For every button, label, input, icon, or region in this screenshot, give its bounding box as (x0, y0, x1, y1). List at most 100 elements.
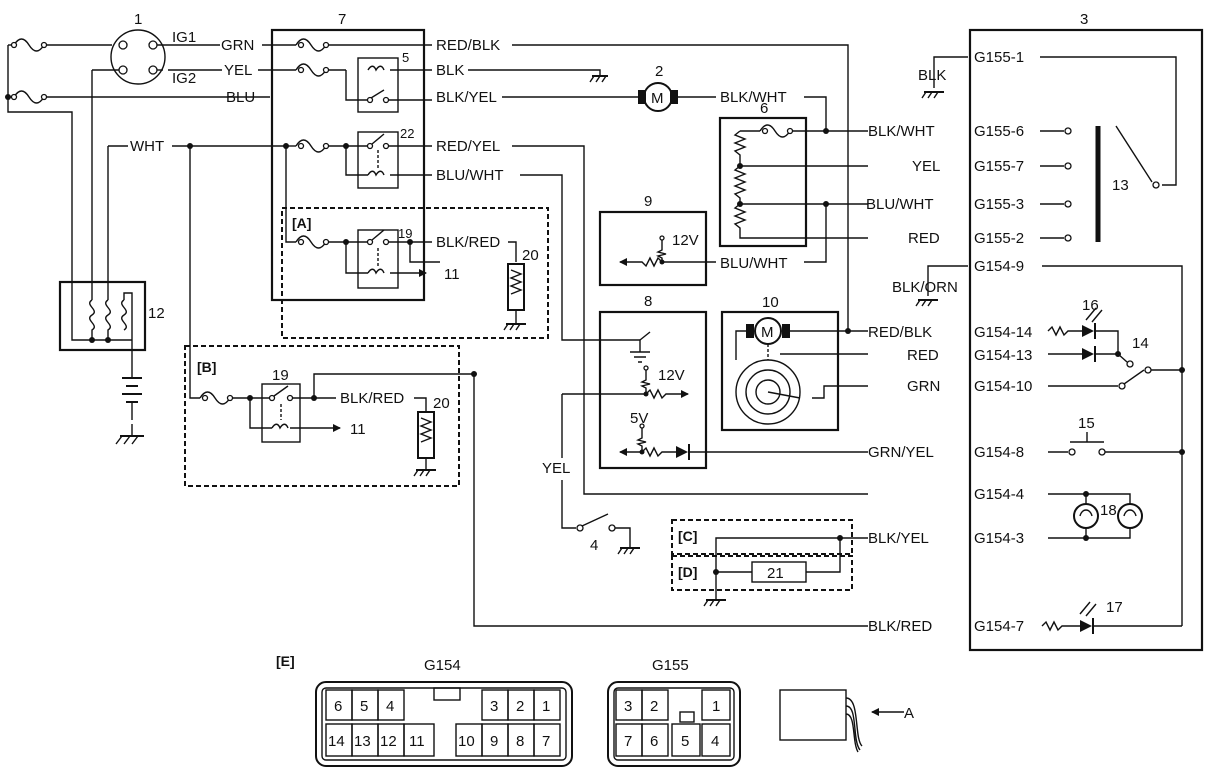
label-8: 8 (644, 293, 652, 310)
pin-g154-4: G154-4 (974, 486, 1024, 503)
resistor-20-b (417, 411, 435, 459)
wire-label-blk-wht-g155-6: BLK/WHT (868, 123, 935, 140)
g155-pin-6: 6 (650, 733, 658, 750)
wire-label-blk-wht-motor: BLK/WHT (720, 89, 787, 106)
wire-label-blu: BLU (226, 89, 255, 106)
sections-c-d: [C] [D] BLK/YEL 21 BLK/RED (671, 519, 932, 635)
wire-label-wht: WHT (130, 138, 164, 155)
wire-label-yel-g155-7: YEL (912, 158, 940, 175)
supply-section: 1 IG1 IG2 GRN YEL BLU WHT 12 (5, 11, 296, 445)
label-11-a: 11 (444, 266, 460, 283)
pin-g154-13: G154-13 (974, 347, 1032, 364)
pin-g155-2: G155-2 (974, 230, 1024, 247)
section-b: [B] 19 BLK/RED 11 20 (184, 345, 868, 627)
label-8-12v: 12V (658, 367, 685, 384)
connector-views: [E] G154 6 5 4 3 2 1 14 13 12 11 10 9 8 … (276, 653, 914, 767)
label-plug-a: A (904, 705, 914, 722)
label-section-b: [B] (197, 359, 216, 375)
pin-g155-1: G155-1 (974, 49, 1024, 66)
g154-pin-13: 13 (354, 733, 371, 750)
motor-2-symbol: M (651, 90, 664, 107)
g154-pin-14: 14 (328, 733, 345, 750)
switch-4: YEL 4 (542, 394, 640, 555)
g155-pin-1: 1 (712, 698, 720, 715)
section-a: [A] 19 BLK/RED 11 20 (281, 207, 549, 339)
label-ig2: IG2 (172, 70, 196, 87)
label-22: 22 (400, 126, 414, 141)
g155-title: G155 (652, 657, 689, 674)
label-3: 3 (1080, 11, 1088, 28)
label-14: 14 (1132, 335, 1149, 352)
label-7: 7 (338, 11, 346, 28)
wire-label-blk-red-a: BLK/RED (436, 234, 500, 251)
g154-pin-2: 2 (516, 698, 524, 715)
wire-label-blu-wht-g155-3: BLU/WHT (866, 196, 934, 213)
wire-label-blk-red-b: BLK/RED (340, 390, 404, 407)
g155-pin-5: 5 (681, 733, 689, 750)
g154-pin-11: 11 (409, 733, 425, 750)
wire-label-yel: YEL (224, 62, 252, 79)
label-ig1: IG1 (172, 29, 196, 46)
wire-label-grn-yel: GRN/YEL (868, 444, 934, 461)
g154-pin-9: 9 (490, 733, 498, 750)
wire-label-blu-wht-9: BLU/WHT (720, 255, 788, 272)
label-6: 6 (760, 100, 768, 117)
module-8: 8 12V 5V GRN/YEL (562, 293, 934, 470)
label-11-b: 11 (350, 421, 366, 438)
label-16: 16 (1082, 297, 1099, 314)
g154-pin-5: 5 (360, 698, 368, 715)
wire-label-red-g155-2: RED (908, 230, 940, 247)
wire-label-yel-4: YEL (542, 460, 570, 477)
wire-label-red-yel: RED/YEL (436, 138, 500, 155)
relay-19-a (357, 229, 399, 289)
wire-label-blk-g155-1: BLK (918, 67, 946, 84)
wire-label-blu-wht: BLU/WHT (436, 167, 504, 184)
wire-label-red-blk-g154-14: RED/BLK (868, 324, 932, 341)
g155-pin-7: 7 (624, 733, 632, 750)
label-9: 9 (644, 193, 652, 210)
pin-g155-3: G155-3 (974, 196, 1024, 213)
wire-label-blk-red-g154-7: BLK/RED (868, 618, 932, 635)
g154-pin-4: 4 (386, 698, 394, 715)
g154-pin-10: 10 (458, 733, 475, 750)
label-15: 15 (1078, 415, 1095, 432)
pin-g154-8: G154-8 (974, 444, 1024, 461)
label-4: 4 (590, 537, 598, 554)
pin-g154-14: G154-14 (974, 324, 1032, 341)
wire-label-red-blk-top: RED/BLK (436, 37, 500, 54)
label-19-a: 19 (398, 226, 412, 241)
pin-g154-10: G154-10 (974, 378, 1032, 395)
label-1: 1 (134, 11, 142, 28)
sensor-motor-10: 10 M RED/BLK RED GRN (720, 294, 940, 432)
label-8-5v: 5V (630, 410, 648, 427)
label-10: 10 (762, 294, 779, 311)
g154-title: G154 (424, 657, 461, 674)
g155-pin-3: 3 (624, 698, 632, 715)
label-20-b: 20 (433, 395, 450, 412)
label-2: 2 (655, 63, 663, 80)
relay-22 (357, 131, 399, 189)
motor-2: M 2 BLK/WHT (638, 63, 827, 131)
g155-connector (607, 681, 741, 767)
g154-pin-3: 3 (490, 698, 498, 715)
ignition-switch (110, 29, 166, 85)
control-unit-3: 3 G155-1 BLK G155-6 G155-7 G155-3 G155-2… (892, 11, 1204, 652)
motor-10-symbol: M (761, 324, 774, 341)
g154-pin-1: 1 (542, 698, 550, 715)
relay-19-b (261, 383, 301, 443)
label-21: 21 (767, 565, 784, 582)
wire-label-blk: BLK (436, 62, 464, 79)
switch-box-6: 6 BLK/WHT YEL BLU/WHT RED (718, 100, 940, 263)
resistor-20-a (507, 263, 525, 311)
g154-pin-8: 8 (516, 733, 524, 750)
wire-label-grn: GRN (221, 37, 254, 54)
g154-pin-12: 12 (380, 733, 397, 750)
g154-pin-7: 7 (542, 733, 550, 750)
pin-g155-7: G155-7 (974, 158, 1024, 175)
label-18: 18 (1100, 502, 1117, 519)
relay-box-7: 7 RED/BLK 5 BLK BLK/YEL 22 RED/YEL BLU/W… (270, 11, 868, 495)
plug-connector (779, 689, 847, 741)
wire-label-blk-yel-g154-3: BLK/YEL (868, 530, 929, 547)
pin-g154-3: G154-3 (974, 530, 1024, 547)
wire-label-blk-orn: BLK/ORN (892, 279, 958, 296)
